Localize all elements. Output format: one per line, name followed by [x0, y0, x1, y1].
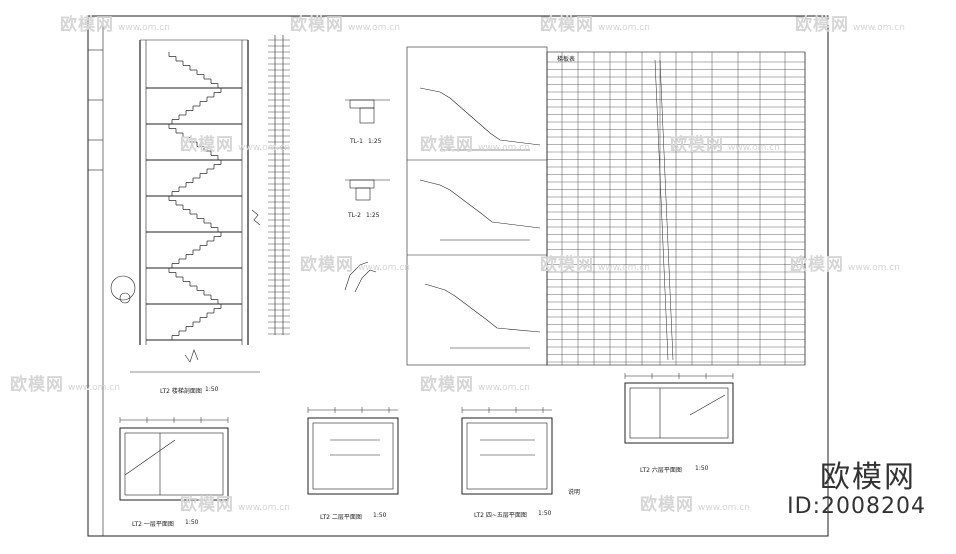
tl-details	[344, 99, 390, 293]
plan-3-title: LT2 四~五层平面图	[474, 512, 527, 519]
document-id: ID:2008204	[787, 494, 926, 519]
stair-section	[110, 35, 290, 373]
plan-scale: 1:50	[695, 465, 709, 472]
plan-scale: 1:50	[538, 510, 552, 517]
table-title: 梯板表	[557, 56, 576, 63]
tl1-label: TL-1	[350, 138, 363, 145]
flight-detail-panels	[406, 46, 548, 366]
section-scale: 1:50	[205, 386, 219, 393]
notes-title: 说明	[568, 489, 581, 496]
plan-scale: 1:50	[373, 512, 387, 519]
plan-1-title: LT2 一层平面图	[132, 521, 174, 528]
tl2-label: TL-2	[348, 212, 361, 219]
plan-2-title: LT2 二层平面图	[320, 514, 362, 521]
tl-scale: 1:25	[368, 138, 382, 145]
plan-4-title: LT2 六层平面图	[640, 467, 682, 474]
plan-views	[119, 373, 734, 501]
brand-logo-text: 欧模网	[820, 460, 916, 495]
sheet-border	[87, 15, 829, 537]
plan-scale: 1:50	[185, 519, 199, 526]
stair-slab-table	[546, 51, 806, 366]
section-title: LT2 楼梯剖面图	[160, 388, 202, 395]
tl-scale: 1:25	[366, 212, 380, 219]
